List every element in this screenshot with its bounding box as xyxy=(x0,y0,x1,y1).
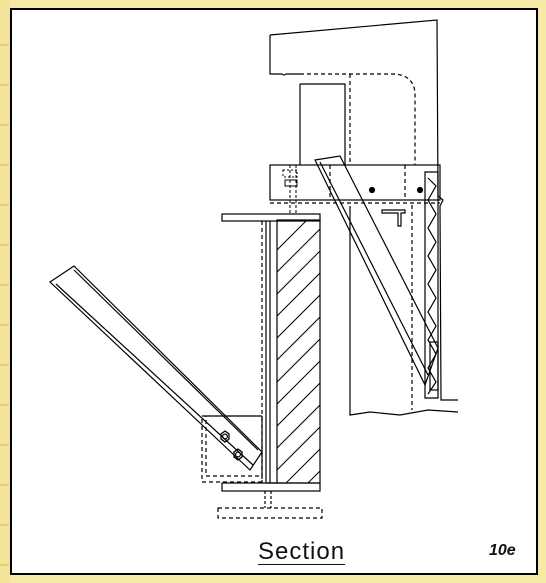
bolt-dot-2 xyxy=(416,186,424,194)
upper-diagonal-brace xyxy=(314,155,439,387)
base-plate xyxy=(221,482,321,492)
bolt-dot-1 xyxy=(368,186,376,194)
binder-ticks xyxy=(0,44,9,566)
lower-brace-inner-1 xyxy=(55,283,254,466)
beam-bolt-detail xyxy=(282,165,298,215)
upper-brace-inner xyxy=(319,161,429,376)
brace-bolt-2 xyxy=(233,448,243,461)
binder-strip xyxy=(0,0,10,583)
sheet-code: 10e xyxy=(489,542,516,559)
lower-brace-inner-2 xyxy=(73,269,259,451)
angle-clip xyxy=(381,209,406,227)
upper-slab-outline xyxy=(269,19,458,401)
gusset-plate-dashed xyxy=(201,415,263,483)
footing-dashed xyxy=(217,507,323,519)
gusset-plate xyxy=(205,415,263,477)
drawing-title: Section xyxy=(258,538,346,565)
post-outline xyxy=(276,219,321,484)
post-top-plate xyxy=(221,213,321,222)
side-plate-zigzag xyxy=(427,177,437,395)
slab-dashed-outline xyxy=(300,73,416,165)
drawing-sheet xyxy=(10,8,538,575)
lower-column-outline xyxy=(349,206,459,416)
brace-bolt-1 xyxy=(220,430,230,443)
post-channel xyxy=(265,221,277,484)
side-plate-bottom-tab xyxy=(429,341,439,391)
post-hatching xyxy=(277,220,320,483)
column-outline xyxy=(299,83,346,165)
beam-box xyxy=(269,164,441,201)
lower-diagonal-brace xyxy=(49,265,263,471)
